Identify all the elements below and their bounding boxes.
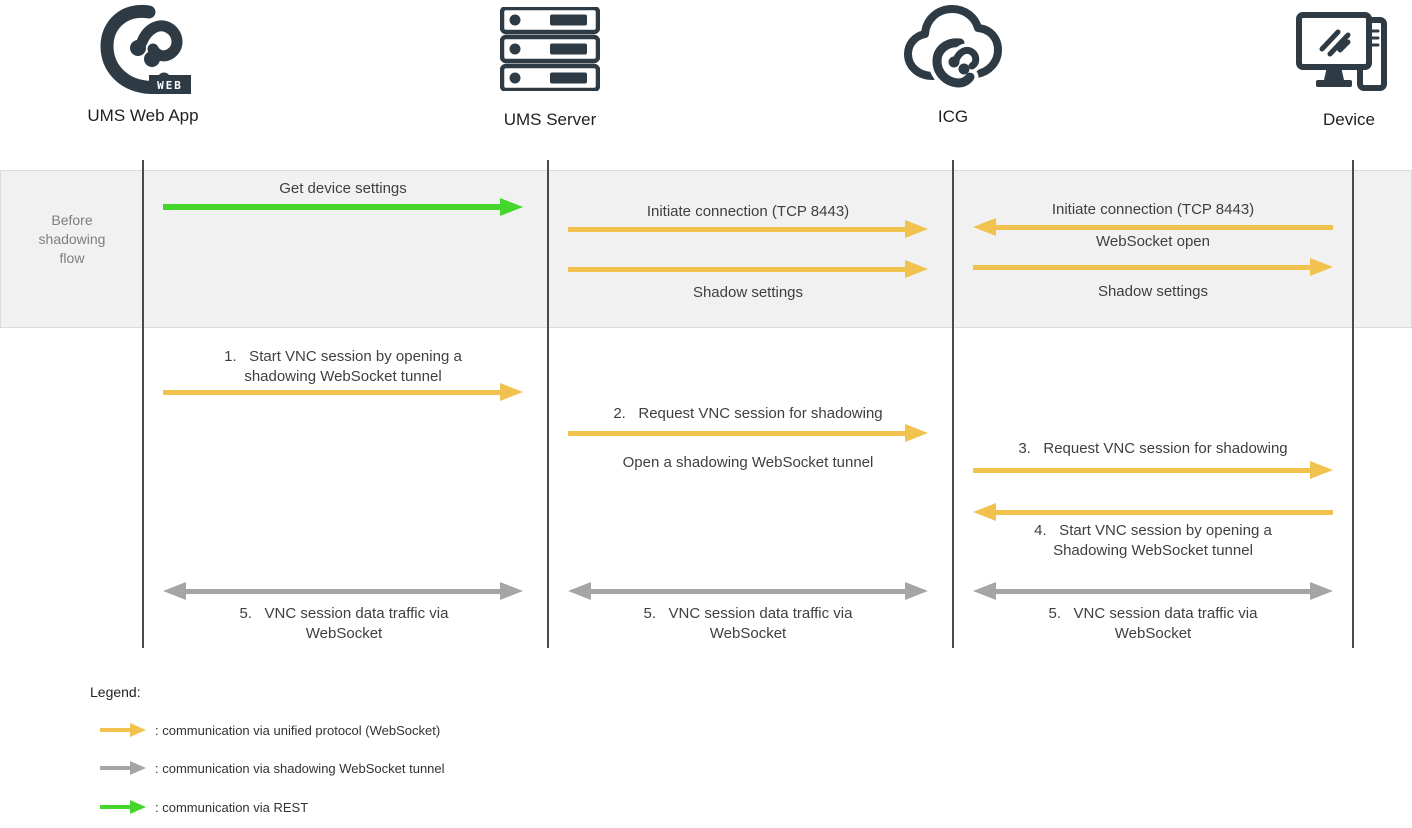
- lifeline-device: [1352, 160, 1354, 648]
- desktop-device-icon: [1296, 12, 1387, 91]
- legend-label-unified-protocol: : communication via unified protocol (We…: [155, 723, 441, 738]
- igel-ums-web-logo-icon: WEB: [100, 4, 191, 94]
- arrow-step1: [163, 383, 523, 401]
- message-label-initiate-connection-device-icg: Initiate connection (TCP 8443): [1051, 201, 1255, 218]
- message-label-initiate-connection-ums-icg: Initiate connection (TCP 8443): [646, 203, 850, 220]
- web-badge-label: WEB: [157, 79, 183, 92]
- lifeline-ums-web-app: [142, 160, 144, 648]
- actor-label-icg: ICG: [937, 107, 969, 126]
- step5-label-webapp: 5. VNC session data traffic via WebSocke…: [239, 605, 449, 642]
- message-label-websocket-open: WebSocket open: [1096, 233, 1210, 250]
- step5-label-server: 5. VNC session data traffic via WebSocke…: [643, 605, 853, 642]
- arrow-step5-icg-device: [973, 582, 1333, 600]
- step5-label-device: 5. VNC session data traffic via WebSocke…: [1048, 605, 1258, 642]
- step2-label: 2. Request VNC session for shadowing: [613, 405, 883, 422]
- server-stack-icon: [500, 7, 600, 91]
- legend-title: Legend:: [90, 684, 141, 700]
- actor-label-ums-web-app: UMS Web App: [87, 106, 199, 125]
- unified-protocol-arrow-icon: [100, 723, 146, 737]
- arrow-step5-server-icg: [568, 582, 928, 600]
- arrow-shadow-settings-ums-icg: [568, 260, 928, 278]
- message-label-shadow-settings-ums-icg: Shadow settings: [692, 284, 804, 301]
- message-label-get-device-settings: Get device settings: [279, 180, 407, 197]
- rest-arrow-icon: [100, 800, 146, 814]
- before-shadowing-band-label: Before shadowing flow: [38, 212, 106, 266]
- step1-label: 1. Start VNC session by opening a shadow…: [224, 348, 462, 385]
- actor-label-device: Device: [1323, 110, 1375, 129]
- legend-label-rest: : communication via REST: [155, 800, 309, 815]
- shadowing-tunnel-arrow-icon: [100, 761, 146, 775]
- arrow-step4: [973, 503, 1333, 521]
- arrow-step2: [568, 424, 928, 442]
- message-label-shadow-settings-icg-device: Shadow settings: [1097, 283, 1209, 300]
- cloud-gateway-icon: [904, 5, 1002, 92]
- step2-note-label: Open a shadowing WebSocket tunnel: [622, 454, 874, 471]
- step3-label: 3. Request VNC session for shadowing: [1018, 440, 1288, 457]
- arrow-initiate-connection-ums-icg: [568, 220, 928, 238]
- arrow-shadow-settings-icg-device: [973, 258, 1333, 276]
- step4-label: 4. Start VNC session by opening a Shadow…: [1034, 522, 1272, 559]
- arrow-step5-webapp-server: [163, 582, 523, 600]
- legend-label-shadowing-tunnel: : communication via shadowing WebSocket …: [155, 761, 445, 776]
- arrow-initiate-connection-device-icg: [973, 218, 1333, 236]
- actor-label-ums-server: UMS Server: [503, 110, 597, 129]
- before-shadowing-band: [0, 170, 1412, 328]
- arrow-step3: [973, 461, 1333, 479]
- arrow-get-device-settings: [163, 198, 523, 216]
- lifeline-ums-server: [547, 160, 549, 648]
- lifeline-icg: [952, 160, 954, 648]
